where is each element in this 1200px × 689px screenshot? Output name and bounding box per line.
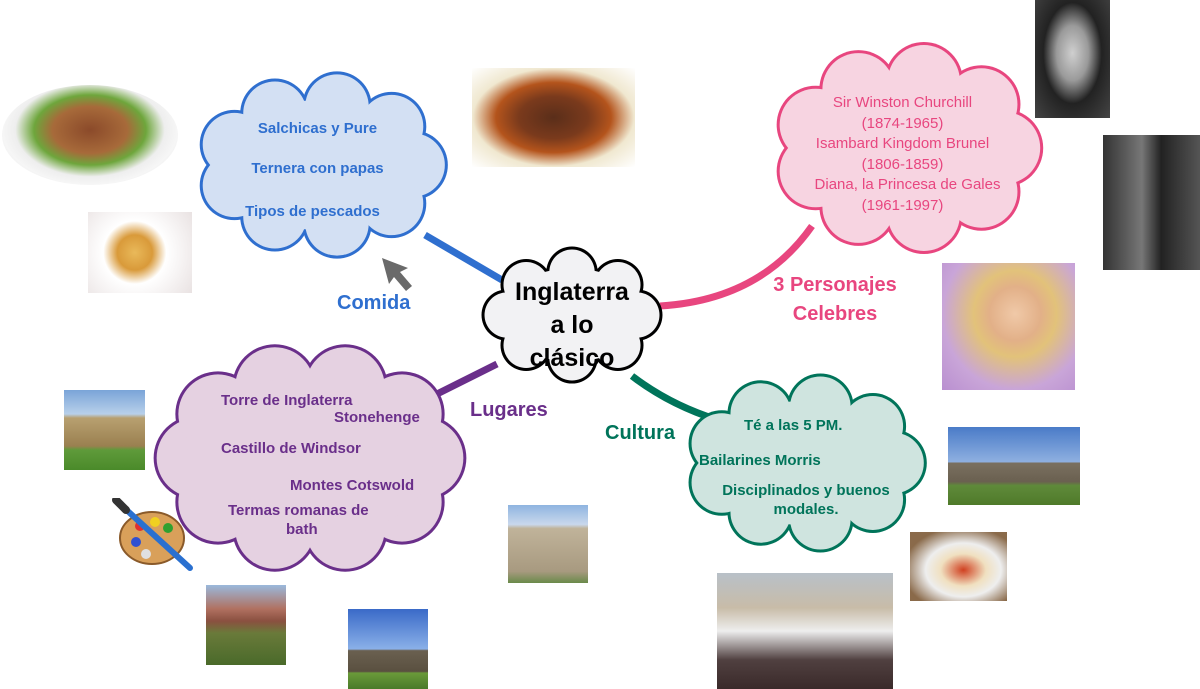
cloud-center — [481, 246, 663, 384]
lugares-item: Torre de Inglaterra — [221, 392, 353, 409]
personaje-name: Sir Winston Churchill — [832, 94, 973, 111]
cultura-item: Disciplinados y buenos modales. — [706, 481, 906, 519]
connector-cultura — [629, 373, 720, 424]
morris-dancers-photo — [717, 573, 893, 689]
cloud-cultura — [688, 373, 927, 553]
lugares-item: Termas romanas de — [228, 502, 369, 519]
comida-item: Tipos de pescados — [245, 203, 380, 220]
lugares-item: Montes Cotswold — [290, 477, 415, 494]
lugares-item: Stonehenge — [334, 409, 420, 426]
personajes-items: Sir Winston Churchill (1874-1965) Isamba… — [790, 93, 1015, 216]
branch-label-lugares: Lugares — [470, 399, 548, 421]
english-breakfast-photo — [910, 532, 1007, 601]
comida-item: Ternera con papas — [251, 160, 384, 177]
label-line: Celebres — [792, 303, 878, 325]
connector-personajes — [659, 223, 815, 310]
center-topic-line: clásico — [529, 344, 615, 372]
center-topic-line: a lo — [550, 311, 594, 339]
personaje-name: Isambard Kingdom Brunel — [815, 135, 990, 152]
center-topic: Inglaterra a lo clásico — [492, 276, 652, 375]
comida-item: Salchicas y Pure — [257, 120, 378, 137]
diana-photo — [942, 263, 1075, 390]
sausages-photo — [472, 68, 635, 167]
lugares-item: bath — [286, 521, 318, 538]
center-topic-line: Inglaterra — [515, 278, 629, 306]
cultura-item: Té a las 5 PM. — [744, 417, 843, 434]
connector-comida — [423, 231, 504, 284]
cultura-item: Bailarines Morris — [699, 452, 821, 469]
personaje-dates: (1961-1997) — [861, 196, 944, 214]
lugares-item: Castillo de Windsor — [221, 440, 361, 457]
cloud-lugares — [153, 344, 467, 572]
personaje-dates: (1806-1859) — [861, 155, 944, 173]
fish-and-chips-photo — [88, 212, 192, 293]
cloud-personajes — [776, 42, 1044, 254]
windsor-castle-photo — [206, 585, 286, 665]
personaje-dates: (1874-1965) — [861, 114, 944, 132]
paint-palette-icon — [112, 498, 193, 571]
churchill-photo — [1035, 0, 1110, 118]
personaje-name: Diana, la Princesa de Gales — [814, 176, 1001, 193]
label-line: 3 Personajes — [773, 274, 897, 296]
cultura-item-line: Disciplinados y buenos — [722, 482, 890, 499]
stonehenge-photo-right — [948, 427, 1080, 505]
cultura-item-line: modales. — [773, 501, 839, 518]
roast-dinner-photo — [2, 85, 178, 185]
cloud-comida — [199, 71, 448, 259]
branch-label-comida: Comida — [337, 292, 411, 314]
cotswold-church-photo — [64, 390, 145, 470]
cursor-arrow-icon — [382, 258, 412, 291]
brunel-photo — [1103, 135, 1200, 270]
branch-label-personajes: 3 Personajes Celebres — [755, 271, 915, 329]
branch-label-cultura: Cultura — [605, 422, 675, 444]
tower-of-london-photo — [508, 505, 588, 583]
stonehenge-photo-bottom — [348, 609, 428, 689]
